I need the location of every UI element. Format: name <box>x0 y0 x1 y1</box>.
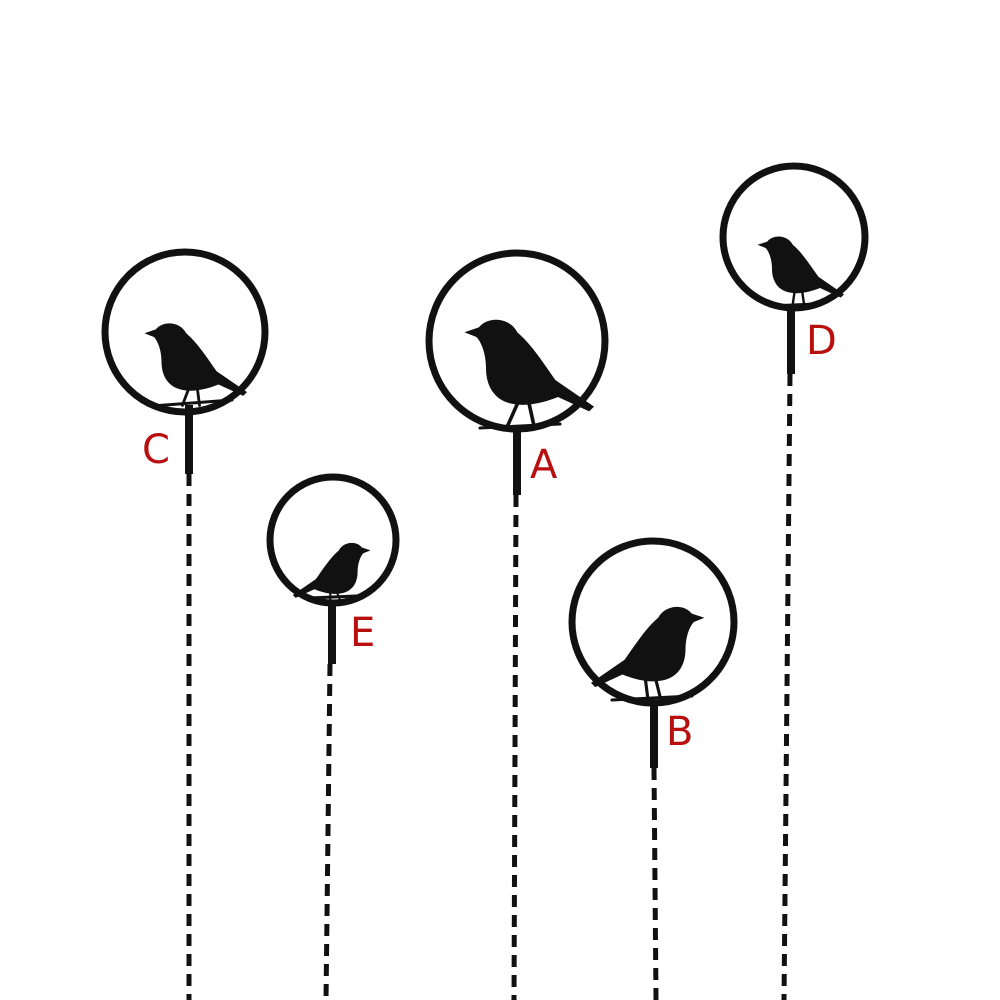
stake-b: B <box>568 537 738 1000</box>
stake-b-perch <box>610 694 694 702</box>
stake-c: C <box>101 248 269 1000</box>
stake-c-ring <box>101 248 269 416</box>
stake-d: D <box>719 162 869 1000</box>
stake-a: A <box>425 249 609 1000</box>
bird-icon <box>591 606 705 700</box>
stake-a-label: A <box>530 442 558 488</box>
stake-b-ring <box>568 537 738 707</box>
stake-c-label: C <box>142 427 170 473</box>
stake-a-dashed-stem <box>511 494 519 1000</box>
bird-icon <box>464 319 594 428</box>
stake-e-ring <box>266 473 400 607</box>
stake-a-perch <box>478 422 562 430</box>
bird-icon <box>144 323 247 407</box>
bird-icon <box>292 542 371 602</box>
stake-e: E <box>266 473 400 1000</box>
bird-icon <box>757 236 844 306</box>
stake-d-dashed-stem <box>781 373 793 1000</box>
stake-c-perch <box>150 398 234 408</box>
stake-d-ring <box>719 162 869 312</box>
stake-e-perch <box>308 594 358 600</box>
stake-b-dashed-stem <box>651 767 659 1000</box>
stake-b-label: B <box>666 709 693 755</box>
stake-a-ring <box>425 249 609 433</box>
stake-e-label: E <box>350 610 375 656</box>
stake-d-label: D <box>806 318 837 364</box>
stake-e-dashed-stem <box>323 663 333 1000</box>
